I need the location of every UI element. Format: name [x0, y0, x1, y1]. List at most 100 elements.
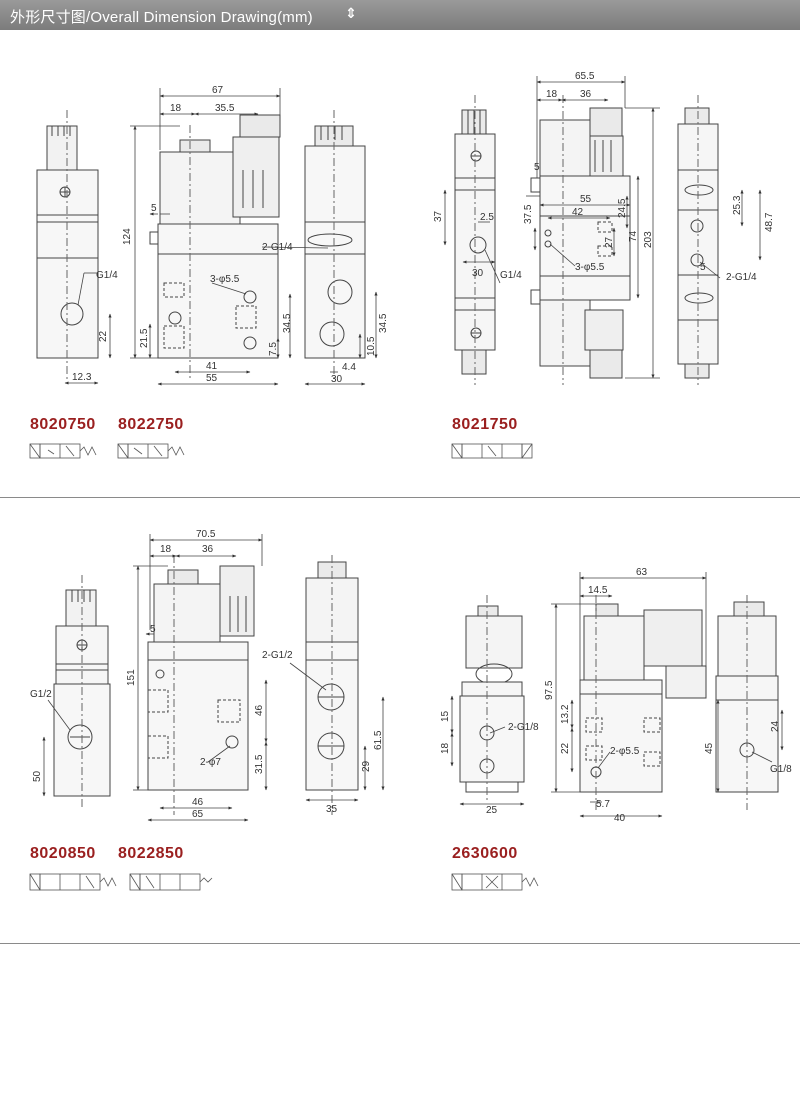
scroll-arrow-icon[interactable]: ⇕	[345, 5, 357, 21]
label-b-2g14: 2-G1/4	[726, 272, 757, 283]
dim-a-30: 30	[331, 374, 343, 385]
drawing-d	[450, 572, 784, 818]
label-d-g18: G1/8	[770, 764, 792, 775]
dimension-lines-d	[450, 572, 784, 818]
dim-b-37-5: 37.5	[523, 204, 534, 224]
valve-c-front-view	[147, 555, 255, 815]
dim-a-10-5: 10.5	[366, 336, 377, 356]
dim-a-34-5-right: 34.5	[378, 313, 389, 333]
drawing-b	[443, 76, 762, 385]
label-a-2g14: 2-G1/4	[262, 242, 293, 253]
dim-d-15: 15	[440, 710, 451, 722]
dim-a-124: 124	[122, 228, 133, 245]
dim-d-18: 18	[440, 742, 451, 754]
dim-b-48-7: 48.7	[764, 212, 775, 232]
label-a-3-holes: 3-φ5.5	[210, 274, 240, 285]
label-b-g14: G1/4	[500, 270, 522, 281]
dim-c-61-5: 61.5	[373, 730, 384, 750]
dimension-lines-c	[42, 534, 385, 822]
dim-d-24: 24	[770, 720, 781, 732]
dim-c-46-vert: 46	[254, 704, 265, 716]
valve-d-front-view	[579, 595, 707, 810]
dim-a-41: 41	[206, 361, 218, 372]
dim-c-151: 151	[126, 669, 137, 686]
dim-b-203: 203	[643, 231, 654, 248]
dim-b-24-5: 24.5	[617, 198, 628, 218]
dim-c-35: 35	[326, 804, 338, 815]
dim-d-97-5: 97.5	[544, 680, 555, 700]
dim-a-34-5-front: 34.5	[282, 313, 293, 333]
dim-d-13-2: 13.2	[560, 704, 571, 724]
dim-a-55: 55	[206, 373, 218, 384]
pneumatic-symbols	[29, 443, 539, 891]
dim-c-36: 36	[202, 544, 214, 555]
section-divider-2	[0, 943, 800, 944]
symbol-8020750	[29, 443, 97, 459]
page-title: 外形尺寸图/Overall Dimension Drawing(mm)	[10, 9, 313, 26]
dimension-text: 67 18 35.5 124 5 2-G1/4 3-φ5.5 G1/4 22 2…	[30, 71, 792, 824]
valve-b-side-view	[454, 95, 496, 385]
label-c-2g12: 2-G1/2	[262, 650, 293, 661]
dim-a-4-4: 4.4	[342, 362, 356, 373]
dim-b-5-right: 5	[700, 262, 706, 273]
dim-b-18: 18	[546, 89, 558, 100]
dim-a-7-5: 7.5	[268, 342, 279, 356]
label-c-2-holes: 2-φ7	[200, 757, 221, 768]
dim-c-70-5: 70.5	[196, 529, 216, 540]
valve-c-right-view	[305, 555, 359, 815]
dim-c-50: 50	[32, 770, 43, 782]
dim-b-36: 36	[580, 89, 592, 100]
dim-d-22: 22	[560, 742, 571, 754]
dim-a-18: 18	[170, 103, 182, 114]
section-divider-1	[0, 497, 800, 498]
valve-a-right-view	[304, 110, 366, 380]
symbol-8022850	[129, 873, 213, 891]
symbol-8020850	[29, 873, 117, 891]
dim-d-40: 40	[614, 813, 626, 824]
dim-a-67: 67	[212, 85, 224, 96]
dim-b-30: 30	[472, 268, 484, 279]
dim-c-46-horiz: 46	[192, 797, 204, 808]
dim-b-27: 27	[604, 236, 615, 248]
model-number-2630600: 2630600	[452, 845, 518, 862]
symbol-2630600	[451, 873, 539, 891]
valve-b-front-view	[530, 95, 631, 385]
dim-b-2-5: 2.5	[480, 212, 494, 223]
dim-b-37: 37	[433, 210, 444, 222]
symbol-8021750	[451, 443, 533, 459]
drawing-c	[42, 534, 385, 822]
dim-d-45: 45	[704, 742, 715, 754]
label-b-3-holes: 3-φ5.5	[575, 262, 605, 273]
model-number-8021750: 8021750	[452, 416, 518, 433]
dim-c-31-5: 31.5	[254, 754, 265, 774]
valve-c-side-view	[53, 575, 111, 810]
dim-b-25-3: 25.3	[732, 195, 743, 215]
valve-b-right-view	[677, 95, 719, 385]
dim-a-21-5: 21.5	[139, 328, 150, 348]
model-number-8022750: 8022750	[118, 416, 184, 433]
dim-c-5: 5	[150, 624, 156, 635]
dim-d-14-5: 14.5	[588, 585, 608, 596]
drawing-a	[36, 88, 378, 386]
model-number-8022850: 8022850	[118, 845, 184, 862]
dim-a-5: 5	[151, 203, 157, 214]
dimension-lines-b	[443, 76, 762, 379]
dim-b-5: 5	[534, 162, 540, 173]
symbol-8022750	[117, 443, 185, 459]
valve-d-right-view	[715, 595, 779, 810]
dim-b-42: 42	[572, 207, 584, 218]
dim-b-74: 74	[628, 230, 639, 242]
dimension-lines-a	[64, 88, 378, 386]
label-d-2g18: 2-G1/8	[508, 722, 539, 733]
dim-b-55: 55	[580, 194, 592, 205]
dim-c-18: 18	[160, 544, 172, 555]
dim-d-5-7: 5.7	[596, 799, 610, 810]
label-a-g14: G1/4	[96, 270, 118, 281]
label-c-g12: G1/2	[30, 689, 52, 700]
dim-d-63: 63	[636, 567, 648, 578]
dim-a-12-3: 12.3	[72, 372, 92, 383]
valve-a-front-view	[149, 114, 281, 380]
dim-a-35-5: 35.5	[215, 103, 235, 114]
dim-c-65: 65	[192, 809, 204, 820]
